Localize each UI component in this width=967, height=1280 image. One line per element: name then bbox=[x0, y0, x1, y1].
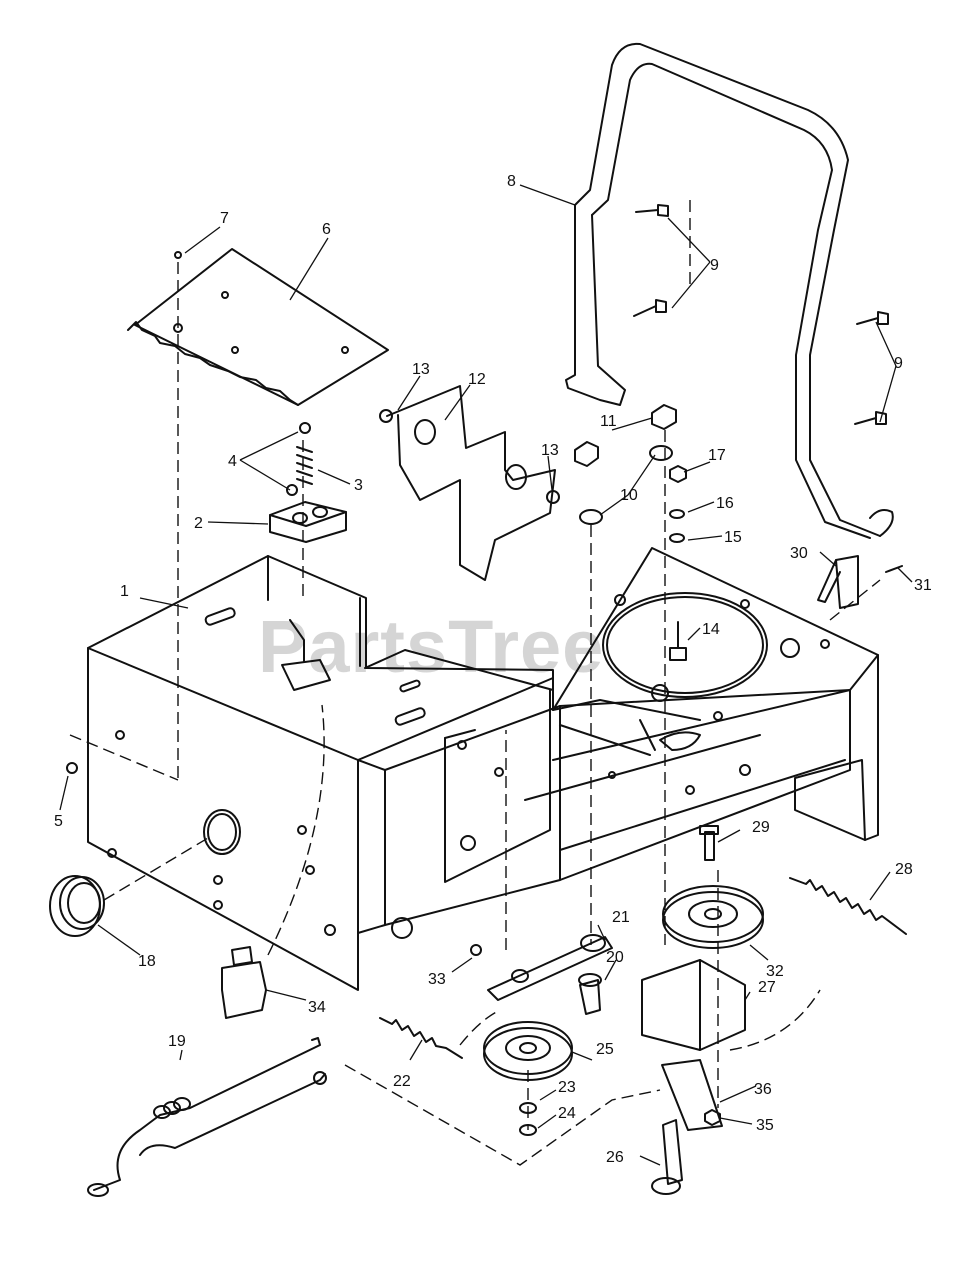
part-label: 36 bbox=[754, 1081, 772, 1098]
part-label: 9 bbox=[710, 257, 719, 274]
floor-plate bbox=[127, 248, 389, 406]
part-label: 1 bbox=[120, 583, 129, 600]
part-label: 31 bbox=[914, 577, 932, 594]
part-label: 21 bbox=[612, 909, 630, 926]
part-label: 20 bbox=[606, 949, 624, 966]
assembly-lines bbox=[69, 200, 881, 1166]
part-label: 35 bbox=[756, 1117, 774, 1134]
part-label: 7 bbox=[220, 210, 229, 227]
part-label: 27 bbox=[758, 979, 776, 996]
part-label: 34 bbox=[308, 999, 326, 1016]
part-label: 19 bbox=[168, 1033, 186, 1050]
part-label: 3 bbox=[354, 477, 363, 494]
idler-arm bbox=[487, 934, 613, 1015]
part-label: 33 bbox=[428, 971, 446, 988]
part-label: 17 bbox=[708, 447, 726, 464]
switch bbox=[221, 946, 267, 1019]
part-label: 14 bbox=[702, 621, 720, 638]
springs bbox=[379, 877, 907, 1059]
part-label: 13 bbox=[412, 361, 430, 378]
part-label: 2 bbox=[194, 515, 203, 532]
part-label: 5 bbox=[54, 813, 63, 830]
part-label: 24 bbox=[558, 1105, 576, 1122]
part-label: 29 bbox=[752, 819, 770, 836]
part-label: 25 bbox=[596, 1041, 614, 1058]
part-label: 22 bbox=[393, 1073, 411, 1090]
part-label: 12 bbox=[468, 371, 486, 388]
part-label: 32 bbox=[766, 963, 784, 980]
bearing bbox=[49, 875, 105, 937]
part-label: 16 bbox=[716, 495, 734, 512]
part-label: 15 bbox=[724, 529, 742, 546]
handle-bar bbox=[565, 42, 894, 539]
brackets bbox=[641, 555, 859, 1195]
part-label: 9 bbox=[894, 355, 903, 372]
part-label: 18 bbox=[138, 953, 156, 970]
control-cable bbox=[87, 1037, 327, 1197]
part-label: 26 bbox=[606, 1149, 624, 1166]
part-label: 30 bbox=[790, 545, 808, 562]
part-labels: 1 2 3 4 5 6 7 8 9 9 10 11 12 13 13 14 15… bbox=[54, 173, 932, 1166]
mount-block bbox=[269, 422, 347, 543]
chassis-frame bbox=[87, 547, 879, 991]
part-label: 6 bbox=[322, 221, 331, 238]
leader-lines bbox=[59, 184, 913, 1166]
part-label: 10 bbox=[620, 487, 638, 504]
part-label: 23 bbox=[558, 1079, 576, 1096]
part-label: 13 bbox=[541, 442, 559, 459]
part-label: 8 bbox=[507, 173, 516, 190]
fasteners bbox=[66, 204, 903, 1136]
belt-guard bbox=[386, 385, 556, 581]
part-label: 28 bbox=[895, 861, 913, 878]
part-label: 4 bbox=[228, 453, 237, 470]
watermark: PartsTree bbox=[258, 605, 604, 688]
part-label: 11 bbox=[600, 413, 617, 430]
